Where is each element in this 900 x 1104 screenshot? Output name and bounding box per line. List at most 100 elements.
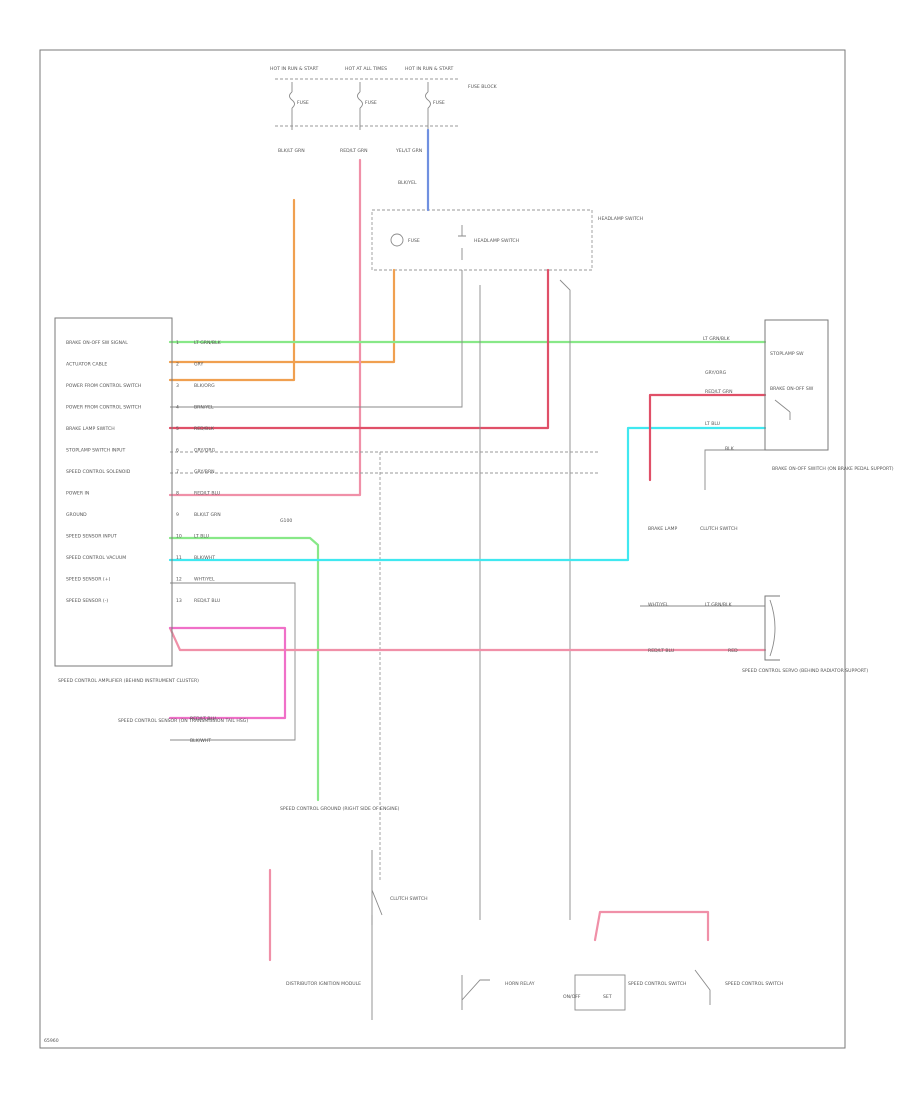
right-wire-5: BLK	[725, 446, 735, 452]
module-pin-wire-code: GRY	[194, 362, 203, 368]
right-switch-item-1: STOPLAMP SW	[770, 351, 804, 357]
bottom-switch-label-2: SET	[603, 994, 612, 1000]
bottom-component-2: CLUTCH SWITCH	[390, 896, 428, 902]
left-bottom-wire-1: RED/LT BLU	[190, 716, 216, 722]
module-pin-label: BRAKE ON-OFF SW SIGNAL	[66, 340, 128, 346]
wire-pink-loop	[168, 626, 287, 720]
module-pin-label: POWER FROM CONTROL SWITCH	[66, 383, 141, 389]
fuse-name-2: FUSE	[365, 100, 377, 106]
module-pin-label: SPEED CONTROL SOLENOID	[66, 469, 131, 475]
right-switch-item-2: BRAKE ON-OFF SW	[770, 386, 814, 392]
right-wire-1: LT GRN/BLK	[703, 336, 731, 342]
wire-red-sensor	[168, 626, 767, 652]
module-pin-wire-code: BLK/LT GRN	[194, 512, 221, 518]
module-pin-number: 5	[176, 426, 179, 432]
wire-orange-1	[168, 198, 296, 382]
wire-gray-right	[170, 582, 296, 741]
module-pin-label: BRAKE LAMP SWITCH	[66, 426, 115, 432]
module-pin-number: 13	[176, 598, 182, 604]
left-bottom-label: SPEED CONTROL SENSOR (ON TRANSMISSION TA…	[118, 718, 248, 724]
clutch-switch-icon	[371, 880, 383, 925]
module-pin-label: STOPLAMP SWITCH INPUT	[66, 448, 126, 454]
fuse-name-1: FUSE	[297, 100, 309, 106]
module-pin-label: SPEED CONTROL VACUUM	[66, 555, 126, 561]
fuse-label-2: HOT AT ALL TIMES	[345, 66, 387, 72]
right-wire-4: LT BLU	[705, 421, 720, 427]
module-pin-label: GROUND	[66, 512, 87, 518]
wire-gray-1	[170, 270, 463, 408]
module-pin-wire-code: BLK/ORG	[194, 383, 215, 389]
wire-red-bottom-right	[593, 910, 710, 942]
speed-switch-box	[574, 974, 626, 1011]
fuse-label-3: HOT IN RUN & START	[405, 66, 453, 72]
fuse-box-label: FUSE BLOCK	[468, 84, 498, 90]
top-wire-code-1: BLK/LT GRN	[278, 148, 305, 154]
brake-switch: STOPLAMP SW BRAKE ON-OFF SW BRAKE ON-OFF…	[648, 319, 894, 532]
module-pin-wire-code: BLK/WHT	[194, 555, 215, 561]
ground-bottom-label: SPEED CONTROL GROUND (RIGHT SIDE OF ENGI…	[280, 806, 400, 812]
bulb-icon	[390, 233, 404, 247]
module-pin-number: 8	[176, 491, 179, 497]
switch-contact-icon	[458, 225, 466, 260]
top-wire-code-3: YEL/LT GRN	[395, 148, 422, 154]
wire-green-ground	[168, 536, 320, 802]
speed-control-module: BRAKE ON-OFF SW SIGNAL 1 LT GRN/BLK ACTUATO…	[54, 317, 222, 684]
brake-switch-contact-icon	[774, 399, 791, 420]
module-pin-label: POWER FROM CONTROL SWITCH	[66, 405, 141, 411]
sensor-wire-4: RED	[728, 648, 738, 654]
bottom-components: DISTRIBUTOR IGNITION MODULE CLUTCH SWITC…	[286, 880, 783, 1011]
top-wire-code-2: RED/LT GRN	[340, 148, 368, 154]
right-lower-label-2: CLUTCH SWITCH	[700, 526, 738, 532]
fuse-symbol-2: FUSE	[357, 82, 377, 130]
wire-cyan-long	[168, 426, 767, 562]
fuse-symbol-3: FUSE	[425, 82, 445, 130]
wire-red-brake	[168, 268, 550, 430]
bottom-component-4: SPEED CONTROL SWITCH	[628, 981, 686, 987]
bottom-switch-label-1: ON/OFF	[563, 994, 581, 1000]
top-wire-code-4: BLK/YEL	[398, 180, 417, 186]
module-pin-number: 4	[176, 405, 179, 411]
ground-label: G100	[280, 518, 292, 524]
module-pin-number: 9	[176, 512, 179, 518]
right-switch-label: BRAKE ON-OFF SWITCH (ON BRAKE PEDAL SUPP…	[772, 466, 894, 472]
horn-relay-icon	[461, 975, 490, 1010]
fuse-name-3: FUSE	[433, 100, 445, 106]
wire-gray-3	[559, 279, 571, 920]
fuse-label-1: HOT IN RUN & START	[270, 66, 318, 72]
sensor-wire-3: RED/LT BLU	[648, 648, 674, 654]
module-pin-wire-code: GRY/BRN	[194, 469, 215, 475]
module-pin-label: POWER IN	[66, 491, 89, 497]
module-label: SPEED CONTROL AMPLIFIER (BEHIND INSTRUME…	[58, 678, 199, 684]
wire-orange-2	[168, 268, 396, 364]
speed-switch-contact-icon	[694, 969, 711, 1005]
servo-bracket-icon	[764, 595, 780, 661]
module-pin-number: 10	[176, 534, 182, 540]
module-pin-label: SPEED SENSOR INPUT	[66, 534, 117, 540]
module-pin-wire-code: LT BLU	[194, 534, 209, 540]
speed-control-servo: WHT/YEL LT GRN/BLK RED/LT BLU RED SPEED …	[648, 595, 868, 674]
switch-item-1: FUSE	[408, 238, 420, 244]
module-pin-label: ACTUATOR CABLE	[66, 362, 107, 368]
module-pin-wire-code: RED/BLK	[194, 426, 215, 432]
bottom-component-5: SPEED CONTROL SWITCH	[725, 981, 783, 987]
wire-pink-fuse	[168, 158, 362, 497]
module-pin-number: 3	[176, 383, 179, 389]
diagram-frame	[39, 49, 846, 1049]
module-pin-number: 1	[176, 340, 179, 346]
wire-red-right	[648, 393, 767, 482]
module-pin-wire-code: RED/LT BLU	[194, 598, 220, 604]
brake-switch-box	[764, 319, 829, 451]
sensor-wire-2: LT GRN/BLK	[705, 602, 733, 608]
module-pin-wire-code: LT GRN/BLK	[194, 340, 222, 346]
module-pin-wire-code: GRY/ORG	[194, 448, 216, 454]
module-pin-wire-code: RED/LT BLU	[194, 491, 220, 497]
module-pin-label: SPEED SENSOR (+)	[66, 577, 111, 583]
sensor-label: SPEED CONTROL SERVO (BEHIND RADIATOR SUP…	[742, 668, 868, 674]
headlamp-switch-label: HEADLAMP SWITCH	[598, 216, 643, 222]
module-pin-number: 11	[176, 555, 182, 561]
fuse-block: HOT IN RUN & START HOT AT ALL TIMES HOT …	[270, 66, 498, 186]
module-pin-wire-code: BRN/YEL	[194, 405, 214, 411]
wire-gray-right-2	[704, 449, 765, 490]
